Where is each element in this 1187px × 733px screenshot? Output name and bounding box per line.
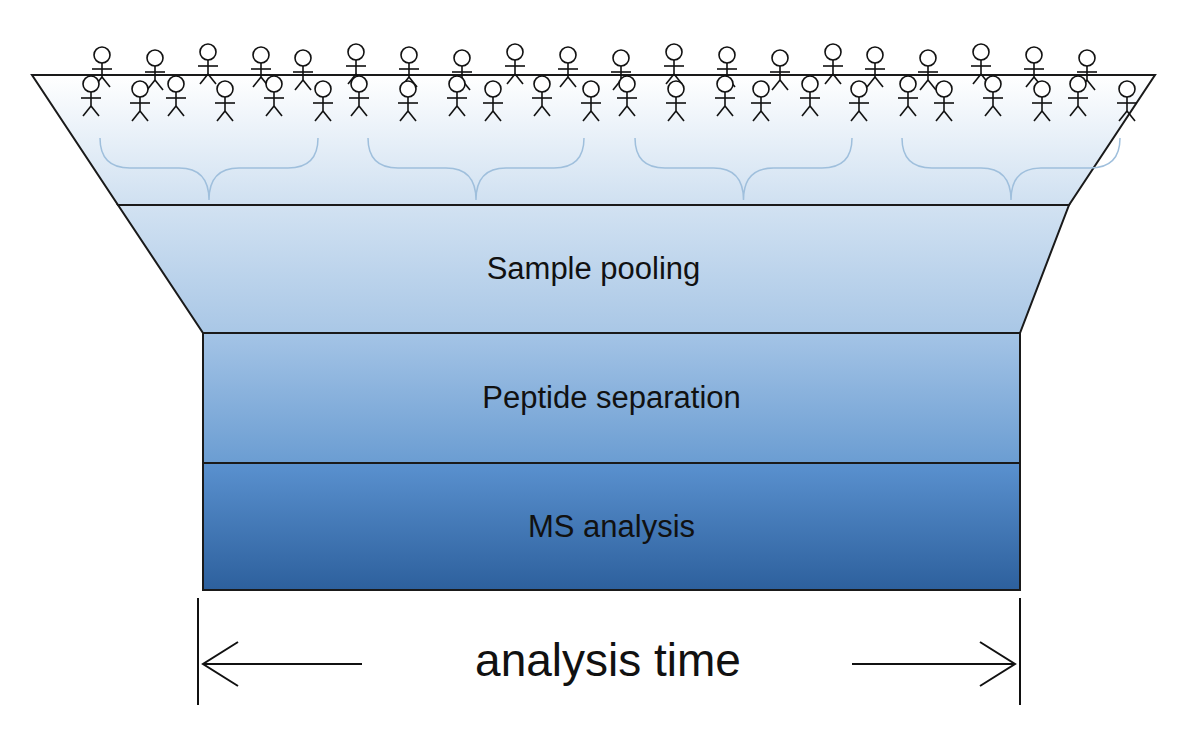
group-braces	[100, 138, 1120, 200]
curly-brace	[635, 138, 852, 200]
person-figure	[823, 44, 843, 84]
person-figure	[198, 44, 218, 84]
person-figure	[398, 81, 418, 121]
person-figure	[264, 76, 284, 116]
axis-tick	[1019, 598, 1021, 705]
person-figure	[664, 44, 684, 84]
person-figure	[505, 44, 525, 84]
person-figure	[800, 76, 820, 116]
person-figure	[483, 81, 503, 121]
person-figure	[983, 76, 1003, 116]
arrow-head	[980, 642, 1015, 686]
axis-arrow	[203, 663, 362, 665]
person-figure	[849, 81, 869, 121]
person-figure	[293, 50, 313, 90]
band-label: MS analysis	[528, 509, 695, 545]
band-outline	[203, 463, 1020, 590]
person-figure	[166, 76, 186, 116]
person-figure	[666, 81, 686, 121]
person-figure	[532, 76, 552, 116]
person-figure	[130, 81, 150, 121]
person-figure	[1032, 81, 1052, 121]
time-axis	[198, 598, 1020, 705]
person-figure	[581, 81, 601, 121]
band-outline	[118, 205, 1069, 333]
axis-tick	[197, 598, 199, 705]
axis-arrow	[852, 663, 1015, 665]
funnel-band: Sample pooling	[118, 205, 1069, 333]
person-figure	[81, 76, 101, 116]
people-figures	[81, 44, 1137, 121]
axis-label: analysis time	[469, 633, 747, 687]
person-figure	[558, 47, 578, 87]
curly-brace	[100, 138, 318, 200]
person-figure	[447, 76, 467, 116]
person-figure	[313, 81, 333, 121]
person-figure	[770, 50, 790, 90]
person-figure	[715, 76, 735, 116]
band-outline	[203, 333, 1020, 463]
person-figure	[617, 76, 637, 116]
process-band: Peptide separation	[203, 333, 1020, 463]
person-figure	[145, 50, 165, 90]
curly-brace	[902, 138, 1120, 200]
person-figure	[215, 81, 235, 121]
person-figure	[1117, 81, 1137, 121]
person-figure	[934, 81, 954, 121]
band-label: Peptide separation	[482, 380, 741, 416]
person-figure	[1068, 76, 1088, 116]
person-figure	[751, 81, 771, 121]
person-figure	[865, 47, 885, 87]
person-figure	[918, 50, 938, 90]
funnel-top	[32, 75, 1155, 205]
curly-brace	[368, 138, 584, 200]
process-band: MS analysis	[203, 463, 1020, 590]
band-label: Sample pooling	[487, 251, 701, 287]
person-figure	[898, 76, 918, 116]
person-figure	[349, 76, 369, 116]
arrow-head	[203, 642, 238, 686]
